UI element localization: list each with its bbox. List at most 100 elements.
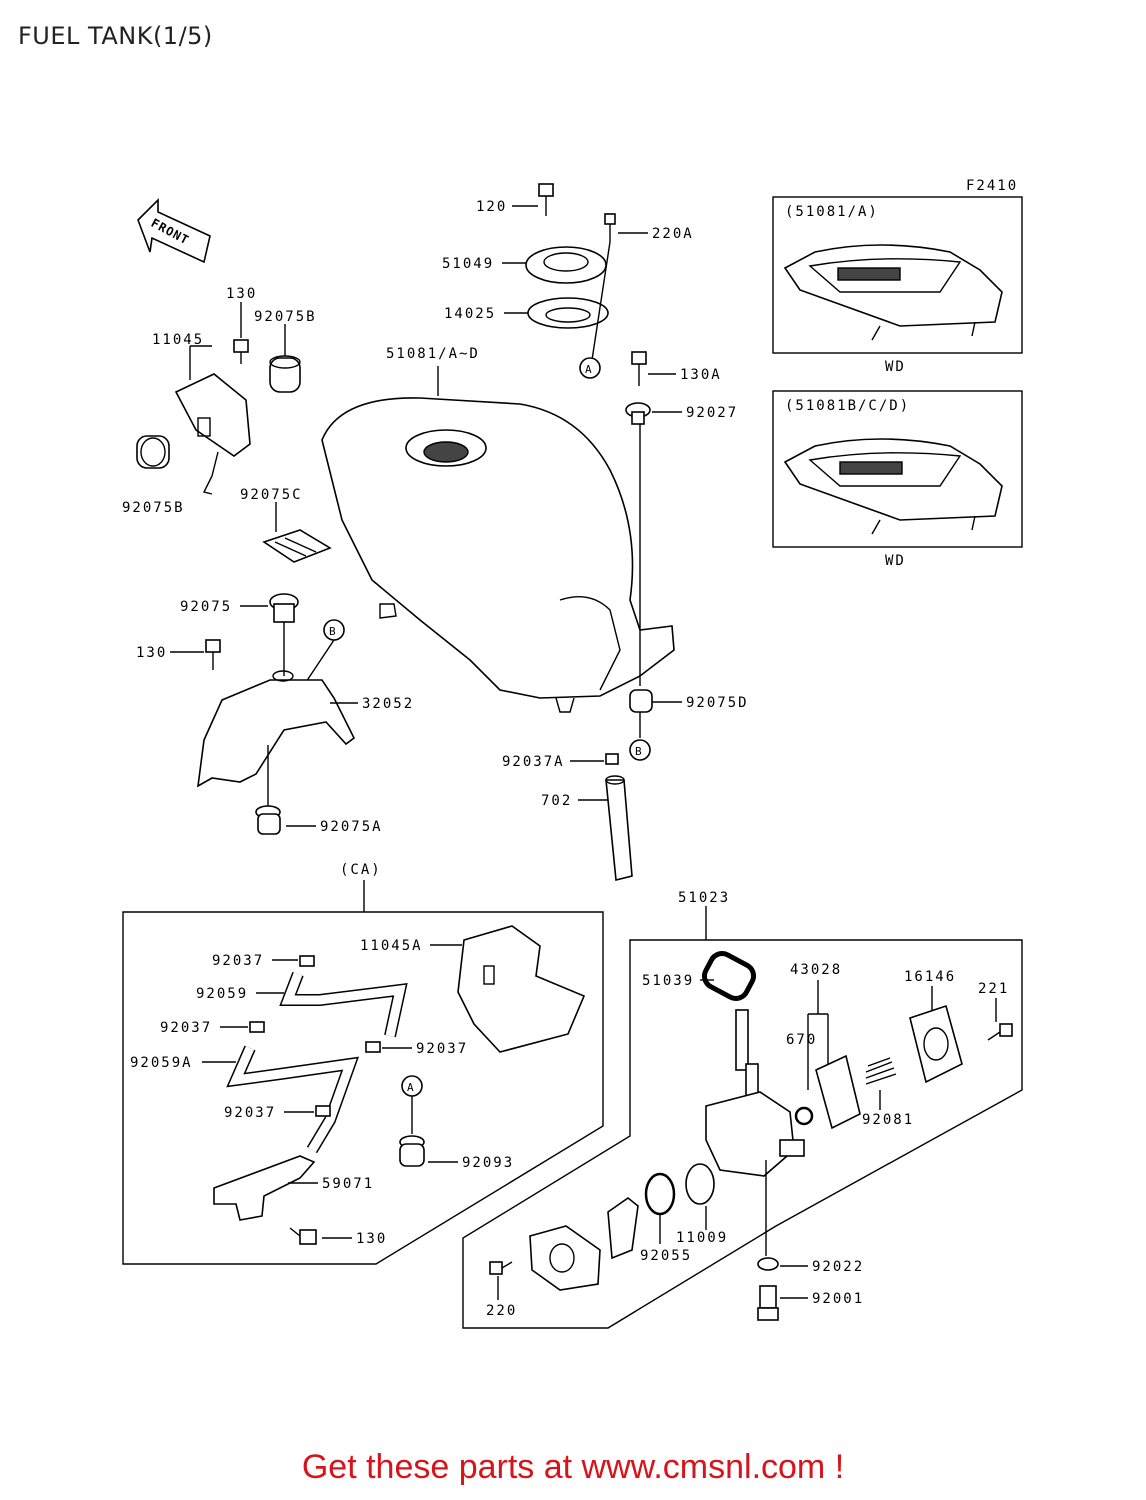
gasket-14025 <box>527 297 609 329</box>
grommet-92075a <box>255 805 281 835</box>
label-130-top: 130 <box>226 286 257 302</box>
inset-a-header: (51081/A) <box>785 204 879 220</box>
inset-b-footer: WD <box>885 553 906 569</box>
label-51039: 51039 <box>642 973 694 989</box>
bracket-32052 <box>196 670 356 788</box>
figure-code: F2410 <box>966 178 1018 194</box>
filter-11009 <box>685 1163 715 1205</box>
label-92027: 92027 <box>686 405 738 421</box>
washer-92022 <box>757 1257 779 1271</box>
collar-92027 <box>625 402 651 425</box>
fuel-cap-51049 <box>525 246 607 284</box>
label-11009: 11009 <box>676 1230 728 1246</box>
ref-a-box: A <box>407 1081 414 1094</box>
pipe-59071 <box>213 1155 316 1221</box>
label-92075b-bottom: 92075B <box>122 500 185 516</box>
label-92037-3: 92037 <box>416 1041 468 1057</box>
screw-220 <box>489 1261 513 1275</box>
spring-92081 <box>865 1057 897 1085</box>
fuel-tank-51081 <box>321 397 675 713</box>
label-670: 670 <box>786 1032 817 1048</box>
label-51049: 51049 <box>442 256 494 272</box>
label-92037-1: 92037 <box>212 953 264 969</box>
label-130-mid: 130 <box>136 645 167 661</box>
cap-screw-220a <box>604 213 616 242</box>
label-32052: 32052 <box>362 696 414 712</box>
promo-link[interactable]: Get these parts at www.cmsnl.com ! <box>301 1448 845 1486</box>
clip-92037-1 <box>299 955 315 967</box>
bracket-11045 <box>174 373 251 495</box>
label-92022: 92022 <box>812 1259 864 1275</box>
gasket-plate <box>529 1225 601 1291</box>
label-120: 120 <box>476 199 507 215</box>
bolt-130-top <box>233 339 249 364</box>
label-92037-4: 92037 <box>224 1105 276 1121</box>
hoses-92059 <box>226 971 408 1154</box>
hose-702 <box>605 775 633 882</box>
label-220: 220 <box>486 1303 517 1319</box>
label-92055: 92055 <box>640 1248 692 1264</box>
label-92081: 92081 <box>862 1112 914 1128</box>
ref-b-right: B <box>635 745 642 758</box>
label-92059: 92059 <box>196 986 248 1002</box>
cover-16146 <box>909 1004 963 1084</box>
label-92075c: 92075C <box>240 487 303 503</box>
fuel-tap-body <box>705 1009 805 1177</box>
label-220a: 220A <box>652 226 694 242</box>
rubber-92075b-top <box>269 355 301 393</box>
bolt-130-bottom <box>289 1227 317 1245</box>
ref-b-marker-right <box>629 739 651 761</box>
fuel-tap-box <box>462 939 1023 1329</box>
o-ring-92055 <box>644 1172 676 1216</box>
label-59071: 59071 <box>322 1176 374 1192</box>
clip-92037-2 <box>249 1021 265 1033</box>
inset-b-header: (51081B/C/D) <box>785 398 910 414</box>
label-14025: 14025 <box>444 306 496 322</box>
bracket-11045a <box>457 925 586 1053</box>
label-92093: 92093 <box>462 1155 514 1171</box>
ref-a-top: A <box>585 363 592 376</box>
clip-92037-3 <box>365 1041 381 1053</box>
cap-bolt-120 <box>538 183 554 216</box>
label-11045: 11045 <box>152 332 204 348</box>
bolt-130a <box>631 351 647 386</box>
o-ring-51039 <box>701 951 757 1001</box>
front-arrow-icon: FRONT <box>137 198 211 264</box>
label-221: 221 <box>978 981 1009 997</box>
collar-92075 <box>269 593 299 623</box>
clip-92037-4 <box>315 1105 331 1117</box>
label-92037-2: 92037 <box>160 1020 212 1036</box>
inset-a-footer: WD <box>885 359 906 375</box>
label-51023: 51023 <box>678 890 730 906</box>
pad-92075c <box>262 529 332 563</box>
label-43028: 43028 <box>790 962 842 978</box>
label-92075b-top: 92075B <box>254 309 317 325</box>
ca-label: (CA) <box>340 862 382 878</box>
damper-92075d <box>629 689 653 713</box>
collar-92093 <box>399 1135 425 1167</box>
label-702: 702 <box>541 793 572 809</box>
parts-diagram: F2410 FRONT (51081/A) WD (51081B/C/D) WD… <box>122 178 1023 1329</box>
label-130-bottom: 130 <box>356 1231 387 1247</box>
inset-51081-bcd: (51081B/C/D) WD <box>772 390 1023 569</box>
label-92075a: 92075A <box>320 819 383 835</box>
ca-box <box>122 911 604 1265</box>
diaphragm-43028 <box>815 1054 861 1130</box>
inset-51081-a: (51081/A) WD <box>772 196 1023 375</box>
rubber-92075b-bottom <box>136 435 170 469</box>
label-92001: 92001 <box>812 1291 864 1307</box>
clip-92037a <box>605 753 619 765</box>
o-ring-670 <box>794 1106 814 1126</box>
label-130a: 130A <box>680 367 722 383</box>
label-16146: 16146 <box>904 969 956 985</box>
lever-cover <box>607 1197 639 1260</box>
ref-b-left: B <box>329 625 336 638</box>
bolt-92001 <box>757 1285 779 1321</box>
label-11045a: 11045A <box>360 938 423 954</box>
screw-221 <box>987 1023 1013 1041</box>
label-92075: 92075 <box>180 599 232 615</box>
label-92059a: 92059A <box>130 1055 193 1071</box>
label-92075d: 92075D <box>686 695 749 711</box>
ref-a-marker-top <box>579 357 601 379</box>
label-51081: 51081/A~D <box>386 346 480 362</box>
